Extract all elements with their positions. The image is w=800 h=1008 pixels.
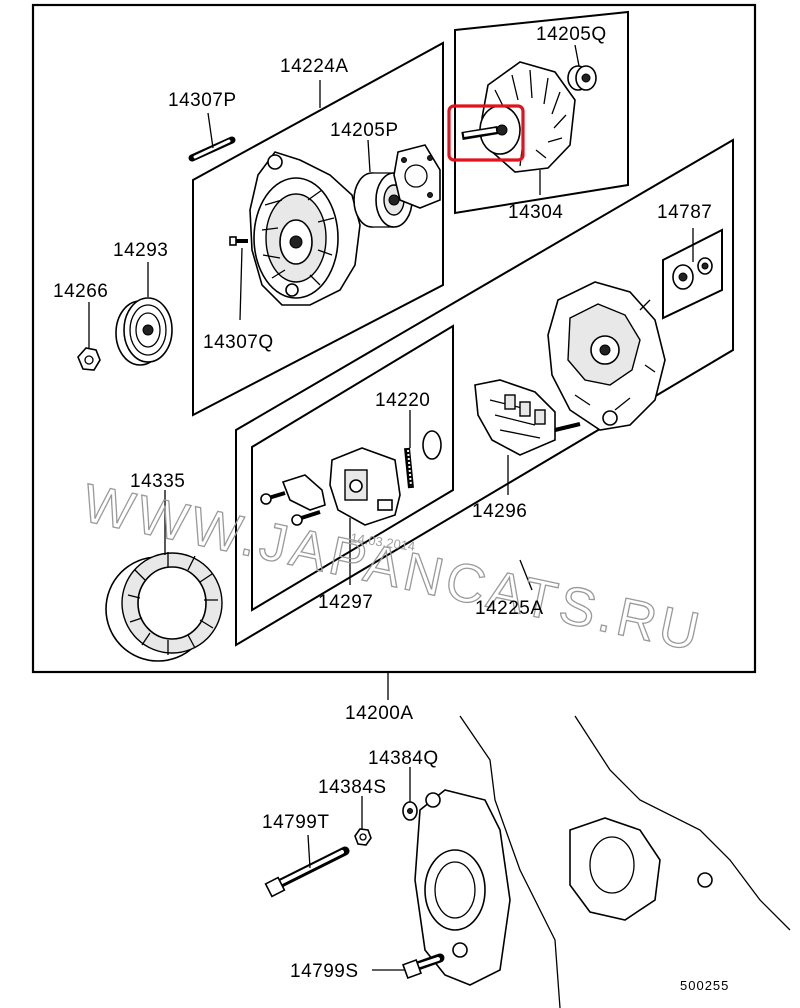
retainer-plate-shape <box>393 144 441 209</box>
label-14787: 14787 <box>657 202 712 223</box>
label-14304: 14304 <box>508 202 563 223</box>
outer-frame <box>31 3 757 674</box>
label-14335: 14335 <box>130 471 185 492</box>
stator-14335-shape <box>105 552 223 662</box>
figure-code: 500255 <box>680 978 729 993</box>
label-14799t: 14799T <box>262 812 329 833</box>
front-housing-shape <box>547 281 666 431</box>
label-14205p: 14205P <box>330 120 399 141</box>
leader-lines <box>88 44 694 971</box>
pulley-14293-shape <box>115 297 173 366</box>
nut-14384s-shape <box>354 828 372 846</box>
group-box-14297 <box>251 324 454 612</box>
alternator-assembly-shape <box>414 715 791 1008</box>
highlight-box <box>447 104 525 162</box>
group-box-14225a <box>235 138 734 647</box>
label-14293: 14293 <box>113 240 168 261</box>
label-14225a: 14225A <box>475 598 544 619</box>
group-box-14787 <box>662 228 723 320</box>
label-14799s: 14799S <box>290 961 359 982</box>
bolt-14307p-shape <box>188 136 236 162</box>
group-box-14304 <box>454 10 629 215</box>
label-14266: 14266 <box>53 281 108 302</box>
caps-14787-shape <box>672 257 713 290</box>
nut-14266-shape <box>77 347 101 371</box>
rear-housing-shape <box>249 151 361 306</box>
label-14220: 14220 <box>375 390 430 411</box>
label-14205q: 14205Q <box>536 24 607 45</box>
label-14307q: 14307Q <box>203 332 274 353</box>
group-box-14224a <box>192 41 444 417</box>
label-14297: 14297 <box>318 592 373 613</box>
label-14200a: 14200A <box>345 703 414 724</box>
washer-14384q-shape <box>402 801 418 821</box>
label-14307p: 14307P <box>168 90 237 111</box>
label-14384q: 14384Q <box>368 748 439 769</box>
bolt-14799s-shape <box>402 953 445 979</box>
rotor-shape <box>461 61 576 173</box>
screw-14307q-shape <box>229 236 248 246</box>
regulator-14297-shape <box>260 447 401 526</box>
label-14296: 14296 <box>472 501 527 522</box>
label-14384s: 14384S <box>318 777 387 798</box>
brush-14220-shape <box>404 430 442 489</box>
label-14224a: 14224A <box>280 56 349 77</box>
bolt-14799t-shape <box>264 846 350 898</box>
rectifier-14296-shape <box>474 379 581 456</box>
bearing-14205q-shape <box>567 65 597 91</box>
